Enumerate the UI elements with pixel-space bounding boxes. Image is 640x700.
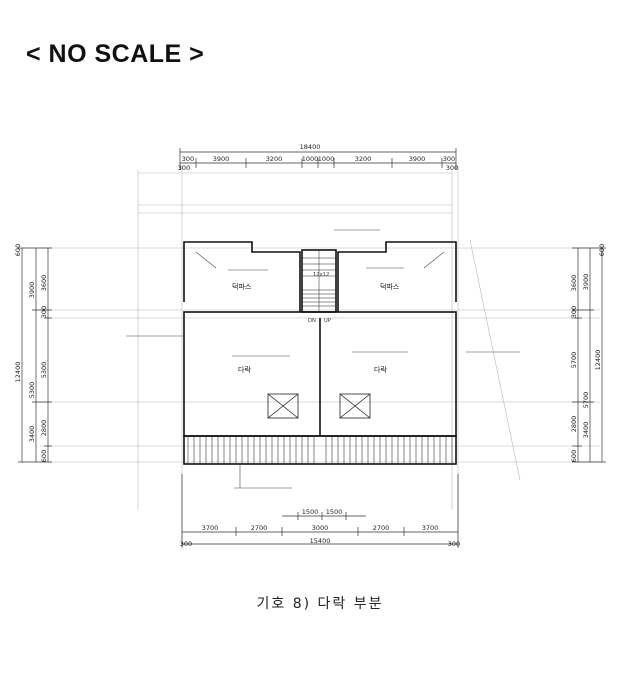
right-outer-2: 5700 — [582, 392, 590, 409]
bottom-overall-dim: 15400 — [310, 537, 331, 545]
room-upper-right: 덕파스 — [380, 282, 400, 291]
walls — [183, 241, 457, 465]
room-lower-right: 다락 — [374, 365, 387, 374]
stair-treads — [302, 250, 336, 312]
left-outer-2: 5300 — [28, 382, 36, 399]
bottom-dimension-chain: 1500 1500 3700 2700 3000 2700 3700 15400… — [180, 474, 460, 548]
roof-hatches — [267, 393, 371, 419]
left-top-small: 600 — [14, 244, 22, 256]
marker-dn: DN — [308, 318, 316, 324]
left-dimension-chain: 12400 600 3900 5300 3400 3600 300 5300 2… — [14, 244, 52, 463]
right-top-small: 600 — [598, 244, 606, 256]
top-edge-right: 300 — [446, 164, 458, 172]
room-labels: 덕파스 덕파스 다락 다락 — [232, 282, 400, 374]
room-upper-left: 덕파스 — [232, 282, 252, 291]
bottom-seg-5: 3700 — [422, 524, 439, 532]
top-overall-dim: 18400 — [300, 143, 321, 151]
bottom-edge-right: 300 — [448, 540, 460, 548]
top-seg-3: 3200 — [266, 155, 283, 163]
left-inner-3: 5300 — [40, 362, 48, 379]
top-seg-1: 300 — [182, 155, 194, 163]
left-inner-1: 3600 — [40, 275, 48, 292]
right-inner-4: 2800 — [570, 416, 578, 433]
top-edge-left: 300 — [178, 164, 190, 172]
top-seg-5: 1000 — [318, 155, 335, 163]
bottom-seg-1: 3700 — [202, 524, 219, 532]
marker-up: UP — [324, 318, 331, 324]
top-seg-7: 3900 — [409, 155, 426, 163]
right-inner-1: 3600 — [570, 275, 578, 292]
bottom-seg-3: 3000 — [312, 524, 329, 532]
balcony-railing — [187, 436, 453, 464]
left-overall-dim: 12400 — [14, 362, 22, 383]
right-inner-2: 300 — [570, 306, 578, 318]
room-lower-left: 다락 — [238, 365, 251, 374]
right-outer-3: 3400 — [582, 422, 590, 439]
left-outer-3: 3400 — [28, 426, 36, 443]
top-seg-8: 300 — [443, 155, 455, 163]
right-outer-1: 3900 — [582, 274, 590, 291]
right-inner-3: 5700 — [570, 352, 578, 369]
top-seg-6: 3200 — [355, 155, 372, 163]
left-inner-5: 600 — [40, 450, 48, 462]
left-inner-2: 300 — [40, 306, 48, 318]
right-inner-5: 600 — [570, 450, 578, 462]
bottom-edge-left: 300 — [180, 540, 192, 548]
top-seg-2: 3900 — [213, 155, 230, 163]
bottom-center-2: 1500 — [326, 508, 343, 516]
top-seg-4: 1000 — [302, 155, 319, 163]
center-label: 12x12 — [313, 272, 329, 278]
right-dimension-chain: 600 3600 300 5700 2800 600 3900 5700 340… — [570, 244, 606, 463]
left-outer-1: 3900 — [28, 282, 36, 299]
right-overall-dim: 12400 — [594, 350, 602, 371]
figure-caption: 기호 8) 다락 부분 — [256, 596, 384, 612]
leader-lines — [126, 229, 520, 489]
left-inner-4: 2800 — [40, 420, 48, 437]
bottom-seg-4: 2700 — [373, 524, 390, 532]
top-dimension-chain: 18400 300 3900 3200 1000 1000 3200 3900 … — [178, 143, 458, 172]
bottom-center-1: 1500 — [302, 508, 319, 516]
no-scale-heading: < NO SCALE > — [26, 40, 205, 68]
notes: DN UP 12x12 — [308, 272, 331, 324]
bottom-seg-2: 2700 — [251, 524, 268, 532]
